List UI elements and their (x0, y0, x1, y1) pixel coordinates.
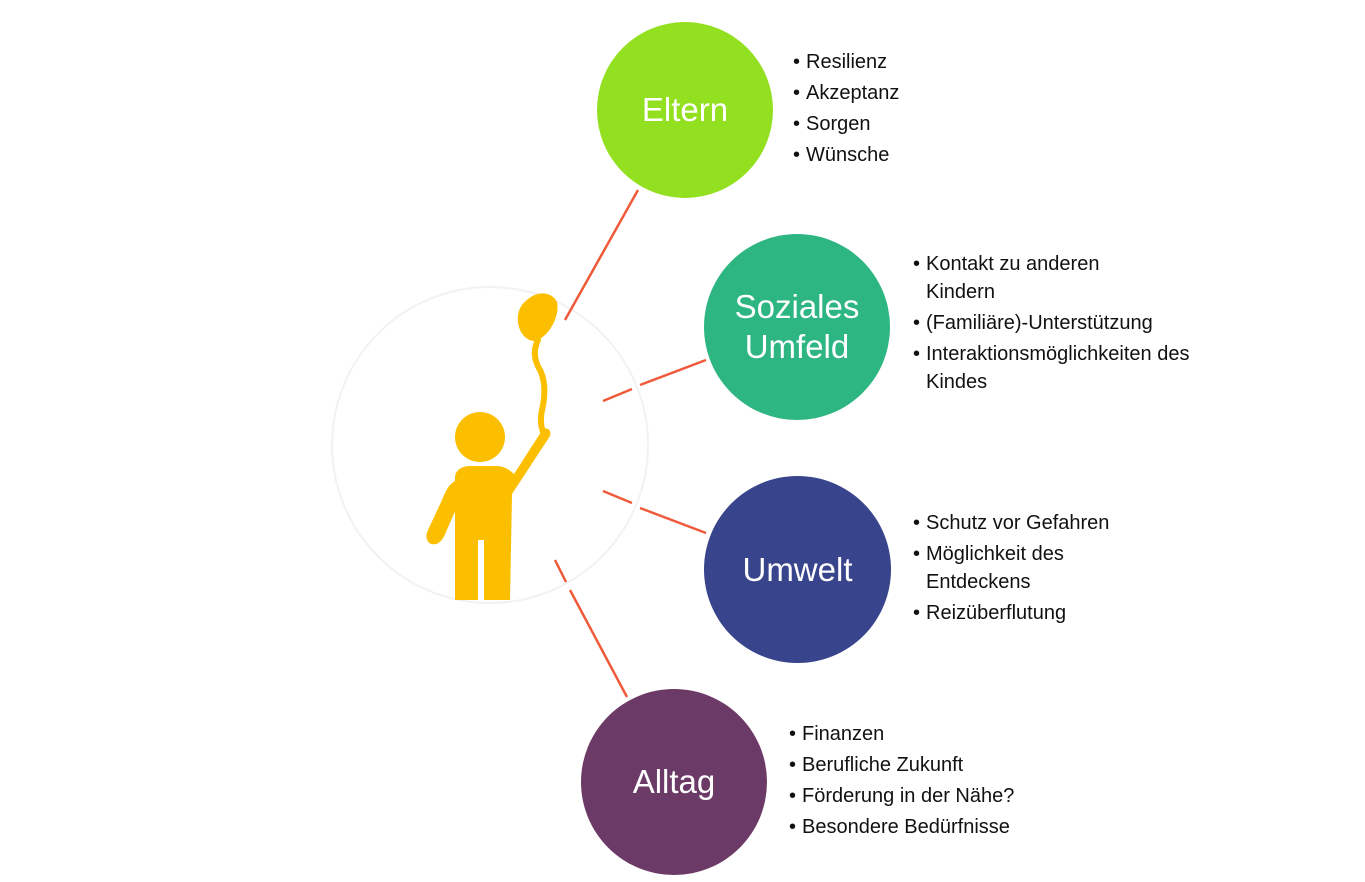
list-item: Besondere Bedürfnisse (789, 813, 1014, 841)
connector-alltag (568, 589, 629, 698)
connector-umwelt (639, 506, 707, 535)
child-with-balloon-icon (426, 293, 558, 600)
list-item: Förderung in der Nähe? (789, 782, 1014, 810)
connector-umwelt-inner (602, 489, 633, 505)
node-alltag: Alltag (581, 689, 767, 875)
node-umwelt-label: Umwelt (742, 550, 853, 588)
node-soziales-umfeld: Soziales Umfeld (704, 234, 890, 420)
list-item: Sorgen (793, 110, 899, 138)
center-circle (331, 286, 649, 604)
umwelt-list: Schutz vor Gefahren Möglichkeit des Entd… (913, 509, 1216, 630)
connector-alltag-inner (553, 559, 568, 583)
list-item: Schutz vor Gefahren (913, 509, 1216, 537)
list-item: (Familiäre)-Unterstützung (913, 309, 1216, 337)
connector-soziales-umfeld-inner (602, 387, 633, 403)
list-item: Reizüberflutung (913, 599, 1216, 627)
list-item: Berufliche Zukunft (789, 751, 1014, 779)
list-item: Finanzen (789, 720, 1014, 748)
list-item: Kontakt zu anderen Kindern (913, 250, 1136, 306)
node-alltag-label: Alltag (632, 763, 716, 800)
connector-soziales-umfeld (639, 358, 707, 387)
list-item: Möglichkeit des Entdeckens (913, 540, 1096, 596)
list-item: Interaktionsmöglichkeiten des Kindes (913, 340, 1196, 396)
list-item: Wünsche (793, 141, 899, 169)
soziales-umfeld-list: Kontakt zu anderen Kindern (Familiäre)-U… (913, 250, 1216, 399)
list-item: Resilienz (793, 48, 899, 76)
node-eltern: Eltern (597, 22, 773, 198)
node-soziales-umfeld-label: Soziales Umfeld (734, 288, 860, 365)
eltern-list: Resilienz Akzeptanz Sorgen Wünsche (793, 48, 899, 172)
node-umwelt: Umwelt (704, 476, 891, 663)
list-item: Akzeptanz (793, 79, 899, 107)
connector-eltern (563, 189, 640, 321)
node-eltern-label: Eltern (641, 91, 729, 128)
alltag-list: Finanzen Berufliche Zukunft Förderung in… (789, 720, 1014, 844)
